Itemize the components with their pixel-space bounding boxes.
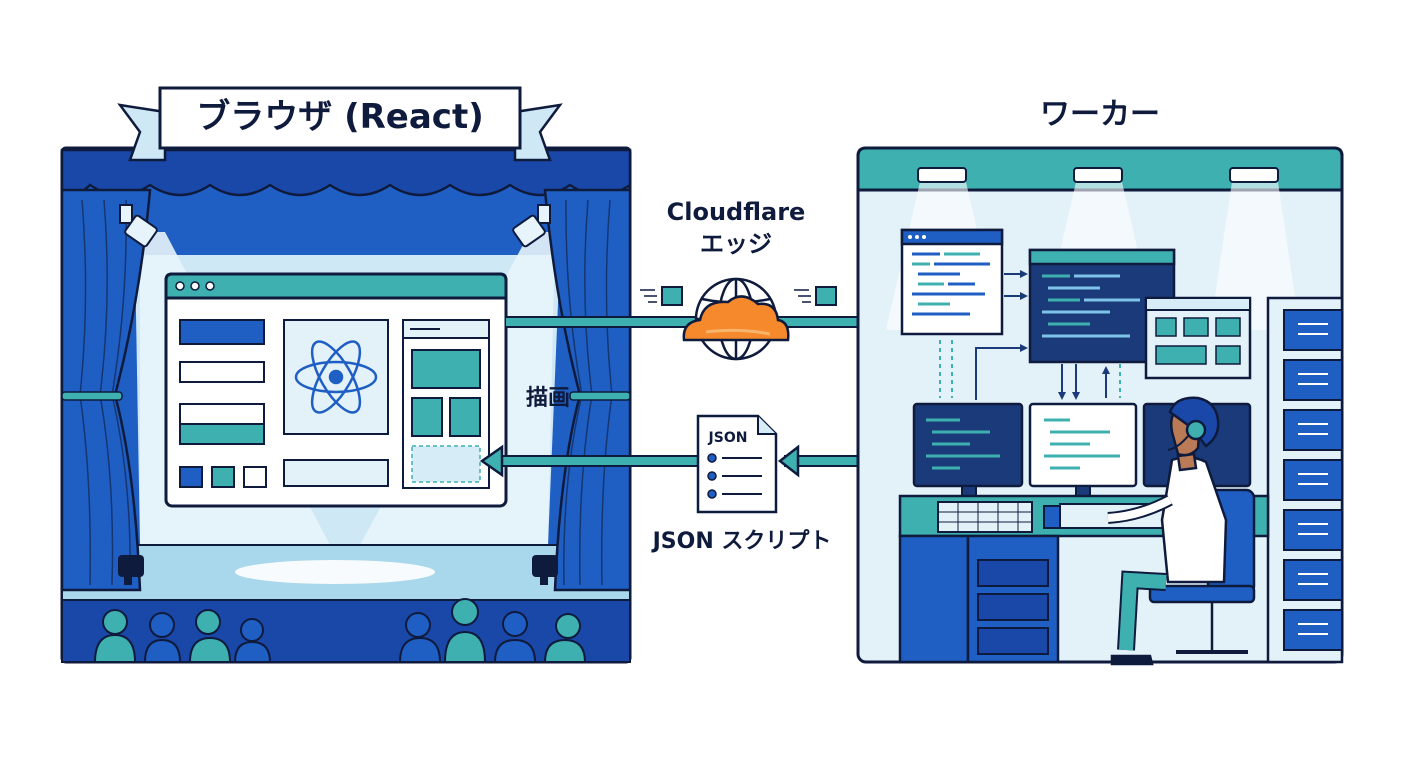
- cloud-icon: [682, 295, 790, 342]
- spotlight-icon: [118, 555, 144, 585]
- json-badge: JSON: [708, 430, 748, 446]
- code-window: [900, 228, 1004, 336]
- react-logo-icon: [294, 340, 378, 414]
- monitor: [912, 402, 1024, 499]
- edge-label-line2: エッジ: [700, 230, 772, 258]
- spotlight-icon: [119, 204, 158, 248]
- document-icon: [696, 414, 778, 514]
- worker-title: ワーカー: [1040, 97, 1160, 132]
- server-rack: [1266, 296, 1344, 664]
- ceiling-lamp-icon: [1210, 167, 1300, 330]
- browser-theater: [60, 86, 632, 664]
- browser-title: ブラウザ (React): [196, 97, 484, 137]
- edge-label-line1: Cloudflare: [667, 198, 806, 226]
- ui-preview-window: [1144, 296, 1252, 380]
- browser-title-banner: [117, 86, 563, 162]
- spotlight-icon: [532, 555, 558, 585]
- worker-room: [856, 146, 1344, 666]
- labels: ブラウザ (React) ワーカー Cloudflare エッジ 描画 JSON…: [196, 97, 1160, 554]
- process-arrows: [939, 270, 1121, 400]
- react-app-window: [164, 272, 508, 508]
- monitor: [1028, 402, 1138, 499]
- render-label: 描画: [526, 386, 570, 411]
- json-caption: JSON スクリプト: [651, 529, 832, 554]
- operator: [1107, 396, 1256, 666]
- desk: [898, 494, 1270, 664]
- audience: [93, 598, 587, 663]
- spotlight-icon: [512, 204, 551, 248]
- data-packet: [640, 286, 683, 306]
- data-packet: [794, 286, 837, 306]
